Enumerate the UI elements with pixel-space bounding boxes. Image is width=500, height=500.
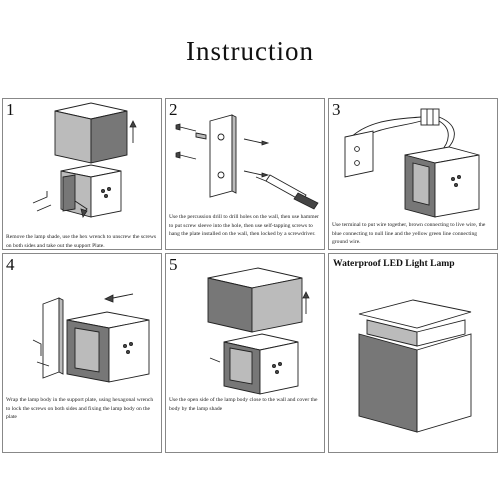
step-3-illustration bbox=[344, 108, 480, 218]
step-5-illustration bbox=[207, 267, 310, 395]
step-number: 5 bbox=[169, 255, 178, 274]
product-panel: Waterproof LED Light Lamp bbox=[328, 253, 498, 453]
step-2-illustration bbox=[175, 114, 319, 210]
step-3-panel: 3 Use terminal to put wire together, bro… bbox=[328, 98, 498, 250]
step-1-panel: 1 Remove the lamp shade, use the hex wre… bbox=[2, 98, 162, 250]
step-caption: Wrap the lamp body in the support plate,… bbox=[6, 397, 154, 421]
step-4-illustration bbox=[32, 293, 150, 383]
step-caption: Use the open side of the lamp body close… bbox=[169, 397, 318, 412]
step-number: 4 bbox=[6, 255, 15, 274]
page-title: Instruction bbox=[186, 36, 314, 66]
step-caption: Use terminal to put wire together, brown… bbox=[332, 222, 486, 246]
step-caption: Remove the lamp shade, use the hex wrenc… bbox=[6, 234, 157, 249]
step-number: 3 bbox=[332, 100, 341, 119]
step-number: 1 bbox=[6, 100, 15, 119]
product-heading: Waterproof LED Light Lamp bbox=[333, 258, 455, 269]
step-number: 2 bbox=[169, 100, 178, 119]
step-1-illustration bbox=[32, 102, 137, 218]
step-2-panel: 2 Use the percussion drill to drill hole… bbox=[165, 98, 325, 250]
product-illustration bbox=[358, 299, 472, 433]
step-caption: Use the percussion drill to drill holes … bbox=[169, 214, 319, 238]
step-5-panel: 5 Use the open side of the lamp body clo… bbox=[165, 253, 325, 453]
step-4-panel: 4 Wrap the lamp body in the support plat… bbox=[2, 253, 162, 453]
